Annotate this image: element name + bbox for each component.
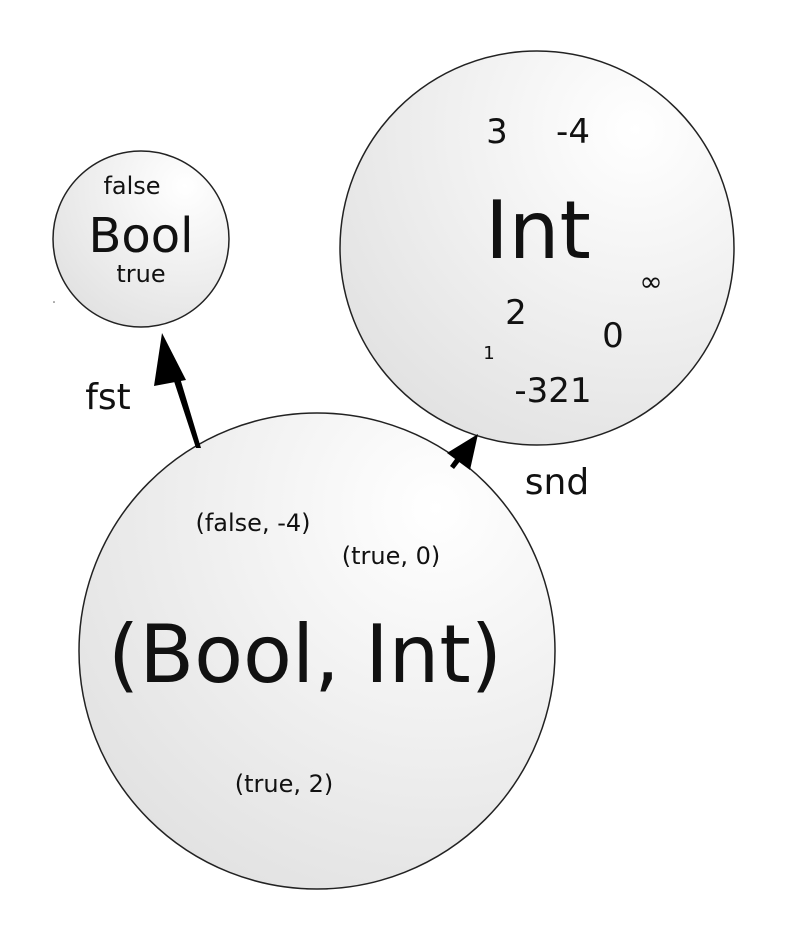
fst-label: fst xyxy=(85,377,131,418)
int-member-3: 3 xyxy=(486,112,508,152)
fst-arrow: fst xyxy=(85,333,201,448)
pair-member-true-0: (true, 0) xyxy=(342,542,441,570)
pair-label: (Bool, Int) xyxy=(108,608,502,701)
snd-arrow: snd xyxy=(447,434,589,503)
stray-dot xyxy=(53,301,55,303)
pair-circle xyxy=(78,412,556,890)
pair-member-false-neg4: (false, -4) xyxy=(195,509,310,537)
pair-member-true-2: (true, 2) xyxy=(235,770,334,798)
snd-arrowhead xyxy=(447,434,478,470)
int-member-neg321: -321 xyxy=(514,371,591,411)
bool-member-false: false xyxy=(103,172,160,200)
pair-set: (false, -4) (true, 0) (Bool, Int) (true,… xyxy=(78,412,556,890)
snd-label: snd xyxy=(525,462,589,503)
fst-arrowhead xyxy=(154,333,186,386)
int-member-infinity: ∞ xyxy=(639,265,662,298)
bool-circle xyxy=(52,150,230,328)
int-member-1: 1 xyxy=(483,343,494,364)
int-circle xyxy=(339,50,735,446)
int-member-0: 0 xyxy=(602,316,624,356)
bool-member-true: true xyxy=(116,260,165,288)
int-set: 3 -4 Int ∞ 2 1 0 -321 xyxy=(339,50,735,446)
bool-set: false Bool true xyxy=(52,150,230,328)
int-member-neg4: -4 xyxy=(556,112,590,152)
int-label: Int xyxy=(485,184,591,277)
bool-label: Bool xyxy=(89,208,194,264)
int-member-2: 2 xyxy=(505,293,527,333)
